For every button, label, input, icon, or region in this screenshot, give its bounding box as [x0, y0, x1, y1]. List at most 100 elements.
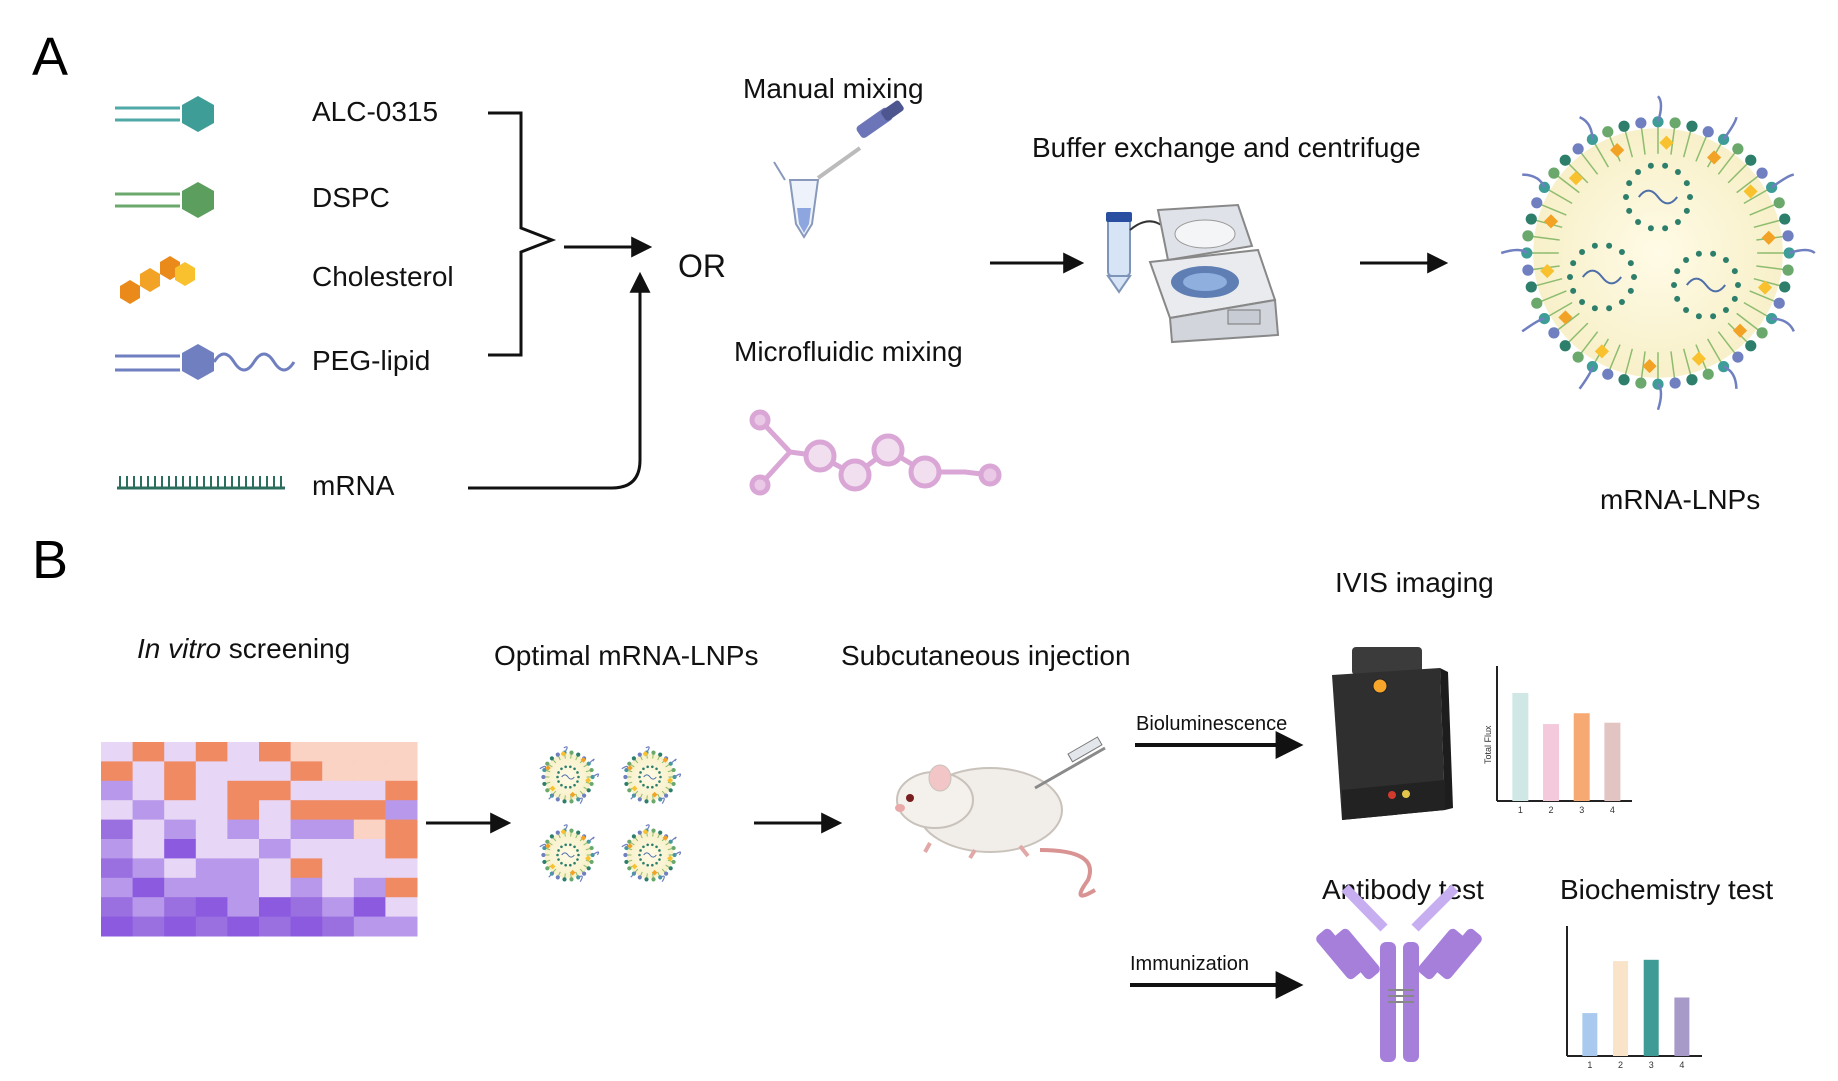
chart-tick-label: 2: [1549, 805, 1554, 815]
optimal-lnp-particles: [539, 746, 682, 883]
chart-tick-label: 4: [1679, 1060, 1684, 1070]
heatmap-cell: [259, 819, 292, 840]
heatmap-cell: [385, 897, 418, 918]
heatmap-cell: [227, 761, 260, 782]
heatmap-cell: [195, 819, 228, 840]
bioluminescence-label: Bioluminescence: [1136, 713, 1287, 735]
heatmap-cell: [259, 780, 292, 801]
immunization-label: Immunization: [1130, 953, 1249, 975]
ivis-machine-icon: [1332, 647, 1453, 820]
heatmap-cell: [290, 742, 323, 762]
heatmap-cell: [101, 761, 134, 782]
antibody-icon: [1316, 884, 1482, 1062]
heatmap-cell: [290, 916, 323, 937]
heatmap-cell: [385, 839, 418, 859]
mrna-lnp-particle-icon: [1500, 95, 1816, 411]
heatmap-cell: [290, 819, 323, 840]
lipid-label-cholesterol: Cholesterol: [312, 261, 454, 292]
heatmap-cell: [322, 839, 355, 859]
heatmap-cell: [164, 839, 197, 859]
heatmap-cell: [132, 819, 165, 840]
chart-bar: [1573, 713, 1590, 801]
heatmap-cell: [227, 780, 260, 801]
heatmap-cell: [164, 742, 197, 762]
heatmap-cell: [353, 819, 386, 840]
heatmap-cell: [259, 761, 292, 782]
alc-0315-icon: [115, 96, 214, 132]
heatmap-cell: [322, 858, 355, 879]
heatmap-cell: [290, 858, 323, 879]
heatmap-cell: [353, 742, 386, 762]
chart-bar: [1613, 961, 1629, 1056]
heatmap-cell: [290, 780, 323, 801]
peg-lipid-icon: [115, 344, 296, 380]
heatmap-cell: [353, 839, 386, 859]
panel-a-letter: A: [32, 27, 68, 87]
lipid-label-dspc: DSPC: [312, 182, 390, 213]
heatmap-cell: [290, 877, 323, 898]
chart-tick-label: 3: [1649, 1060, 1654, 1070]
optimal-lnp-particle: [539, 746, 600, 805]
heatmap-cell: [353, 916, 386, 937]
chart-tick-label: 1: [1587, 1060, 1592, 1070]
heatmap-cell: [164, 800, 197, 821]
subcutaneous-injection-label: Subcutaneous injection: [841, 640, 1131, 671]
heatmap-cell: [195, 877, 228, 898]
chart-bar: [1643, 959, 1659, 1056]
heatmap-cell: [385, 780, 418, 801]
heatmap-cell: [322, 761, 355, 782]
heatmap-cell: [101, 780, 134, 801]
optimal-lnp-particle: [621, 824, 682, 883]
heatmap-cell: [385, 877, 418, 898]
heatmap-cell: [101, 742, 134, 762]
chart-bar: [1604, 722, 1621, 801]
heatmap-cell: [353, 858, 386, 879]
heatmap-cell: [227, 858, 260, 879]
heatmap-cell: [353, 780, 386, 801]
heatmap-cell: [195, 858, 228, 879]
chart-bar: [1543, 724, 1560, 801]
heatmap-cell: [259, 742, 292, 762]
heatmap-cell: [227, 819, 260, 840]
heatmap-cell: [132, 800, 165, 821]
heatmap-cell: [385, 742, 418, 762]
heatmap-cell: [227, 897, 260, 918]
heatmap-cell: [353, 800, 386, 821]
mrna-label: mRNA: [312, 470, 395, 501]
in-vitro-screening-label: In vitro screening: [137, 633, 350, 664]
heatmap-cell: [290, 897, 323, 918]
chart-tick-label: 1: [1518, 805, 1523, 815]
heatmap-cell: [385, 916, 418, 937]
heatmap-cell: [195, 916, 228, 937]
heatmap-cell: [353, 897, 386, 918]
heatmap-cell: [322, 780, 355, 801]
microfluidic-chip-icon: [749, 409, 1002, 496]
heatmap-cell: [322, 897, 355, 918]
heatmap-cell: [164, 858, 197, 879]
heatmap-cell: [259, 897, 292, 918]
heatmap-cell: [101, 916, 134, 937]
optimal-lnp-particle: [621, 746, 682, 805]
heatmap-cell: [227, 800, 260, 821]
heatmap-cell: [195, 780, 228, 801]
heatmap-cell: [132, 839, 165, 859]
heatmap-cell: [353, 877, 386, 898]
heatmap-cell: [101, 897, 134, 918]
heatmap-cell: [259, 877, 292, 898]
heatmap-cell: [322, 800, 355, 821]
dspc-icon: [115, 182, 214, 218]
optimal-lnp-particle: [539, 824, 600, 883]
heatmap-cell: [259, 800, 292, 821]
chart-bar: [1512, 693, 1529, 801]
heatmap-cell: [164, 897, 197, 918]
heatmap-cell: [101, 819, 134, 840]
heatmap-cell: [322, 916, 355, 937]
heatmap-cell: [227, 839, 260, 859]
or-label: OR: [678, 248, 726, 284]
heatmap-cell: [322, 877, 355, 898]
chart-bar: [1582, 1013, 1598, 1056]
screening-heatmap: [101, 742, 418, 937]
